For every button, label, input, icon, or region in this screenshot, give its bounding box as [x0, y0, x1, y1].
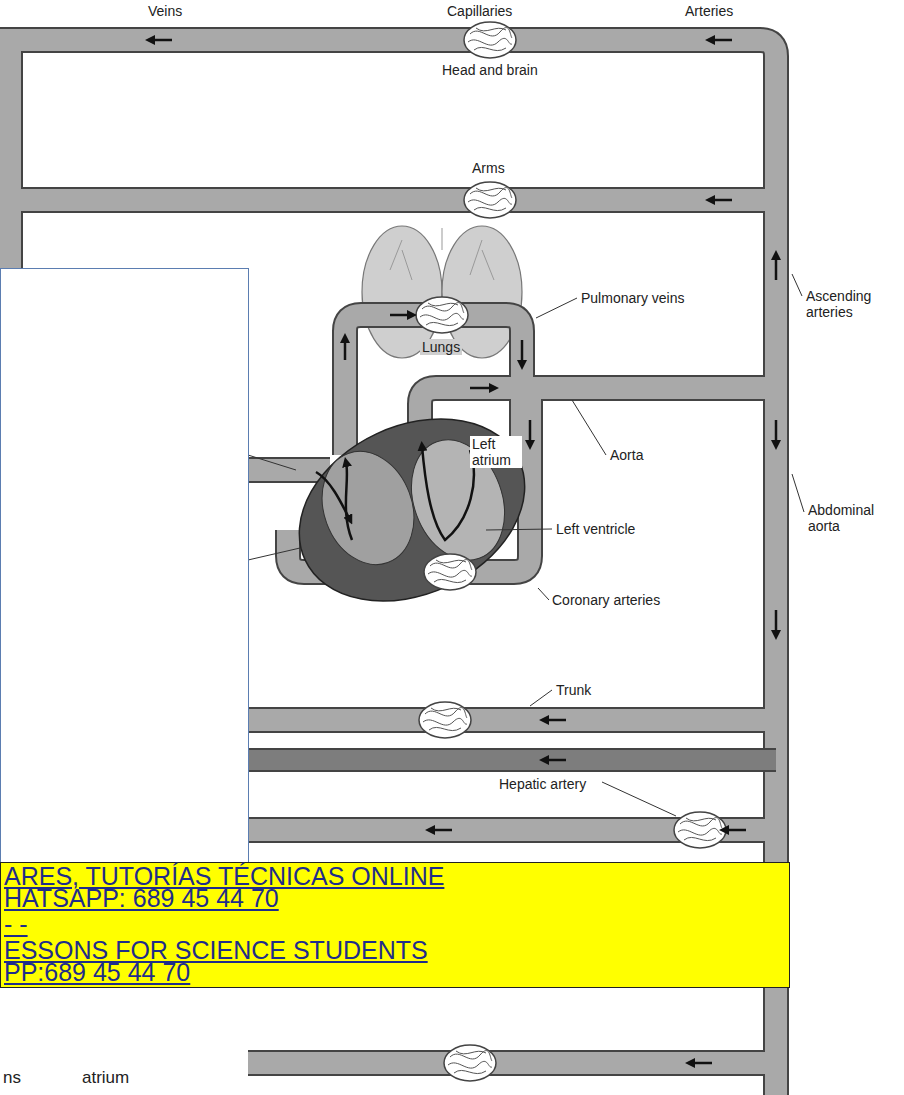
banner-text: ESSONS FOR SCIENCE STUDENTS — [4, 939, 785, 961]
banner-text: ARES, TUTORÍAS TÉCNICAS ONLINE — [4, 865, 785, 887]
vessel-outline — [248, 748, 776, 772]
part-label: Aorta — [610, 447, 643, 463]
part-label: Hepatic artery — [497, 776, 588, 792]
vessel-tube — [248, 750, 776, 770]
part-label: Arteries — [685, 3, 733, 19]
part-label: Veins — [148, 3, 182, 19]
part-label: Coronary arteries — [552, 592, 660, 608]
banner-text: - - — [4, 913, 785, 935]
part-label: Left atrium — [470, 436, 522, 468]
part-label: Pulmonary veins — [581, 290, 685, 306]
part-label: Arms — [472, 160, 505, 176]
part-label: Abdominal aorta — [808, 502, 896, 534]
part-label: Capillaries — [447, 3, 512, 19]
part-label: atrium — [82, 1068, 129, 1088]
heart-figure — [270, 384, 555, 636]
part-label: Head and brain — [442, 62, 538, 78]
banner-text: PP:689 45 44 70 — [4, 961, 785, 983]
leader-lines — [248, 274, 804, 816]
part-label: ns — [3, 1068, 21, 1088]
part-label: Ascending arteries — [806, 288, 898, 320]
banner-box: ARES, TUTORÍAS TÉCNICAS ONLINEHATSAPP: 6… — [0, 862, 790, 988]
part-label: Lungs — [420, 339, 462, 355]
lungs-figure — [362, 226, 522, 358]
part-label: Trunk — [556, 682, 591, 698]
part-label: Left ventricle — [556, 521, 635, 537]
banner-text: HATSAPP: 689 45 44 70 — [4, 887, 785, 909]
